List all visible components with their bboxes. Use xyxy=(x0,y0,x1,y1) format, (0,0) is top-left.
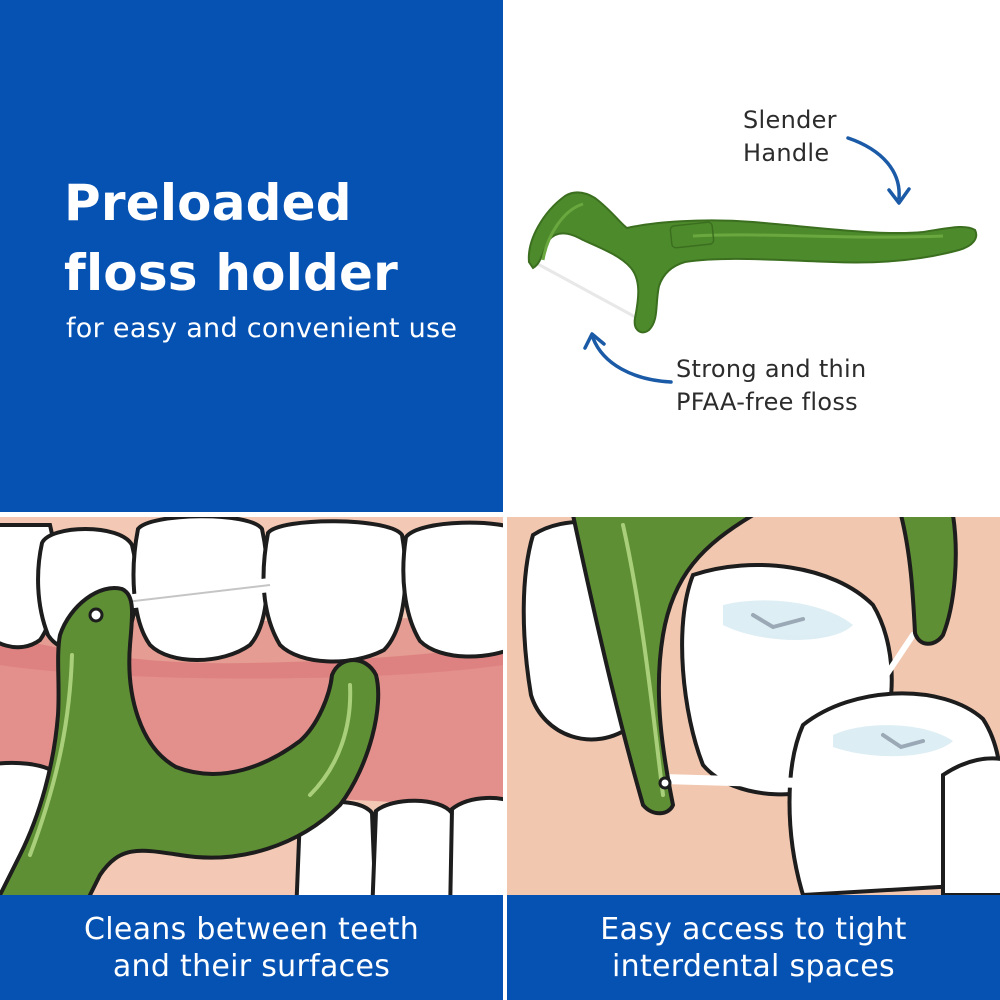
hero-subtitle: for easy and convenient use xyxy=(66,313,458,344)
hero-title: Preloaded floss holder xyxy=(64,168,398,308)
caption-left-line2: and their surfaces xyxy=(112,948,391,984)
caption-left-line1: Cleans between teeth xyxy=(83,911,420,947)
handle-callout-line2: Handle xyxy=(743,139,830,167)
floss-callout-line2: PFAA-free floss xyxy=(676,388,858,416)
floss-callout-line1: Strong and thin xyxy=(676,355,867,383)
molar-teeth-illustration xyxy=(503,515,1000,895)
caption-right: Easy access to tight interdental spaces xyxy=(507,895,1000,1000)
product-panel: Slender Handle Strong and thin PFAA-free… xyxy=(503,0,1000,515)
floss-callout: Strong and thin PFAA-free floss xyxy=(676,353,867,419)
caption-right-line2: interdental spaces xyxy=(612,948,895,984)
flosser-product-image xyxy=(527,136,978,384)
hero-title-line1: Preloaded xyxy=(64,174,352,232)
front-teeth-illustration xyxy=(0,515,503,895)
caption-right-line1: Easy access to tight xyxy=(600,911,907,947)
hero-panel: Preloaded floss holder for easy and conv… xyxy=(0,0,503,515)
hero-title-line2: floss holder xyxy=(64,244,399,302)
handle-callout-line1: Slender xyxy=(743,106,837,134)
caption-left: Cleans between teeth and their surfaces xyxy=(0,895,503,1000)
handle-callout: Slender Handle xyxy=(743,104,837,170)
vertical-divider xyxy=(503,515,507,1000)
horizontal-divider xyxy=(0,512,1000,517)
